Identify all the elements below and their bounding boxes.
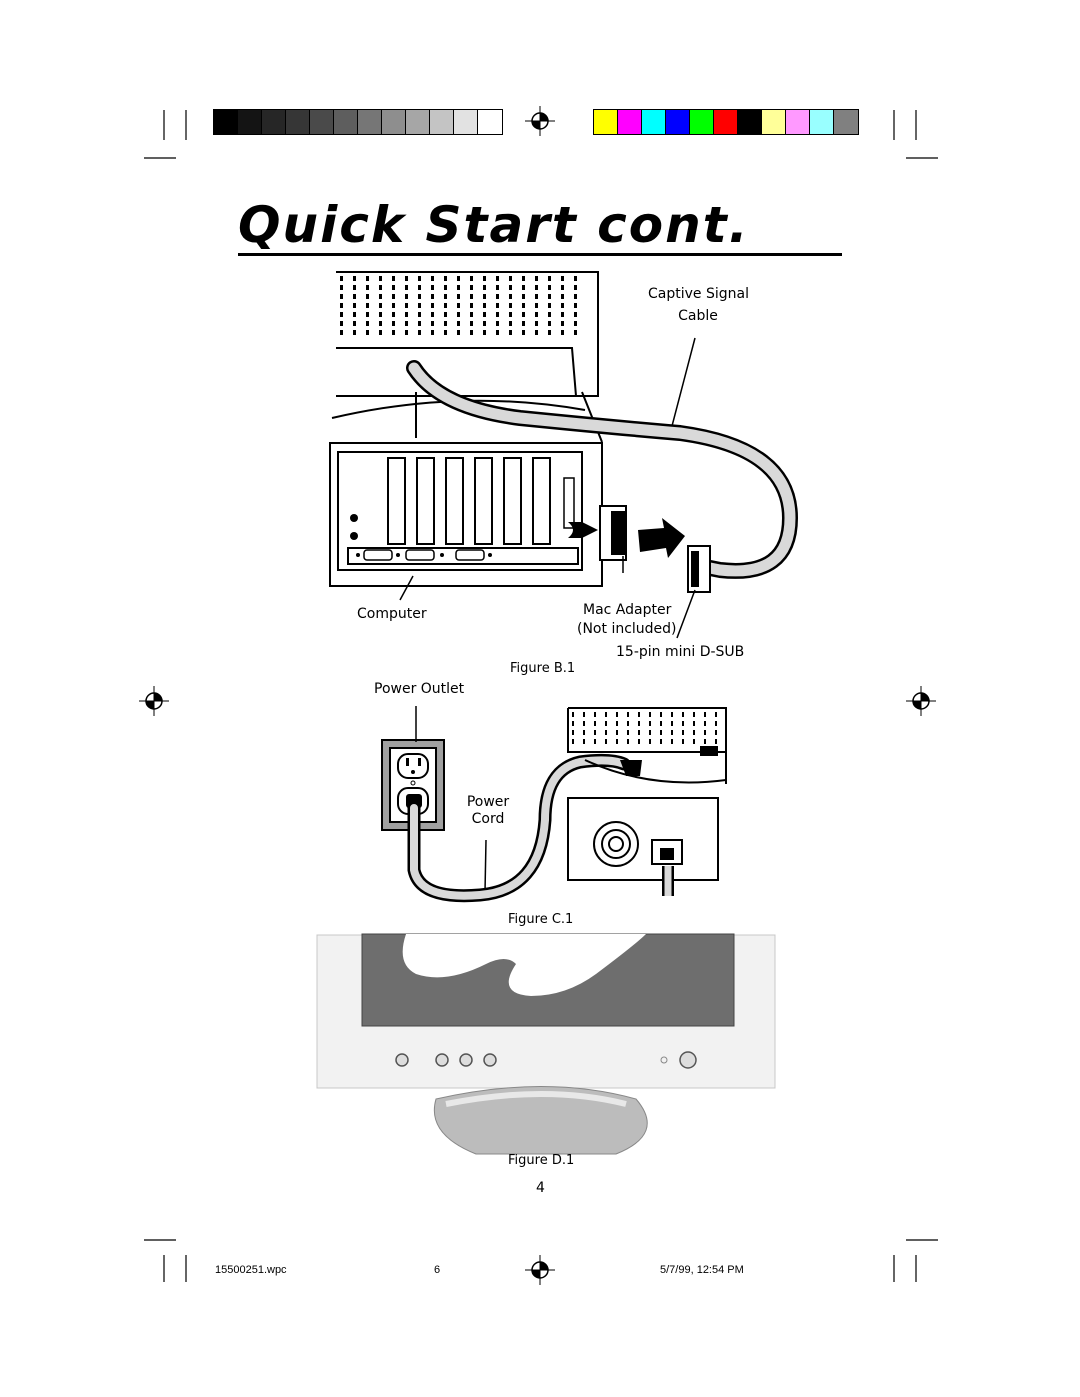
registration-target-icon (139, 686, 169, 716)
calibration-swatch (690, 110, 714, 134)
calibration-swatch (286, 110, 310, 134)
dsub-label: 15-pin mini D-SUB (616, 644, 745, 660)
calibration-swatch (214, 110, 238, 134)
figure-b1-illustration (329, 271, 799, 639)
title-rule (238, 253, 842, 256)
power-label: Power (466, 794, 510, 810)
cord-label: Cord (471, 811, 505, 827)
figure-d1-illustration (316, 933, 776, 1155)
page-title: Quick Start cont. (238, 196, 750, 254)
calibration-swatch (810, 110, 834, 134)
calibration-swatch (834, 110, 858, 134)
calibration-swatch (594, 110, 618, 134)
footer-filename: 15500251.wpc (215, 1264, 287, 1276)
calibration-swatch (738, 110, 762, 134)
calibration-swatch (454, 110, 478, 134)
registration-target-icon (525, 106, 555, 136)
calibration-swatch (478, 110, 502, 134)
calibration-swatch (714, 110, 738, 134)
power-outlet-label: Power Outlet (374, 681, 465, 697)
mac-adapter-label: Mac Adapter (583, 602, 672, 618)
cable-label: Cable (678, 308, 718, 324)
calibration-swatch (666, 110, 690, 134)
calibration-swatch (334, 110, 358, 134)
calibration-swatch (762, 110, 786, 134)
calibration-swatch (238, 110, 262, 134)
footer-sheet-number: 6 (434, 1264, 441, 1276)
calibration-swatch (618, 110, 642, 134)
figure-d1-caption: Figure D.1 (508, 1153, 575, 1168)
calibration-swatch (358, 110, 382, 134)
color-calibration-bar (593, 109, 859, 135)
figure-c1-caption: Figure C.1 (508, 912, 574, 927)
grayscale-calibration-bar (213, 109, 503, 135)
page-number: 4 (536, 1180, 545, 1196)
calibration-swatch (642, 110, 666, 134)
calibration-swatch (406, 110, 430, 134)
calibration-swatch (786, 110, 810, 134)
calibration-swatch (262, 110, 286, 134)
calibration-swatch (310, 110, 334, 134)
figure-b1-caption: Figure B.1 (510, 661, 576, 676)
calibration-swatch (382, 110, 406, 134)
figure-c1-illustration (381, 706, 727, 903)
footer-timestamp: 5/7/99, 12:54 PM (660, 1264, 744, 1276)
registration-target-icon (906, 686, 936, 716)
captive-signal-label: Captive Signal (648, 286, 749, 302)
not-included-label: (Not included) (577, 621, 677, 637)
registration-target-icon (525, 1255, 555, 1285)
computer-label: Computer (357, 606, 427, 622)
calibration-swatch (430, 110, 454, 134)
